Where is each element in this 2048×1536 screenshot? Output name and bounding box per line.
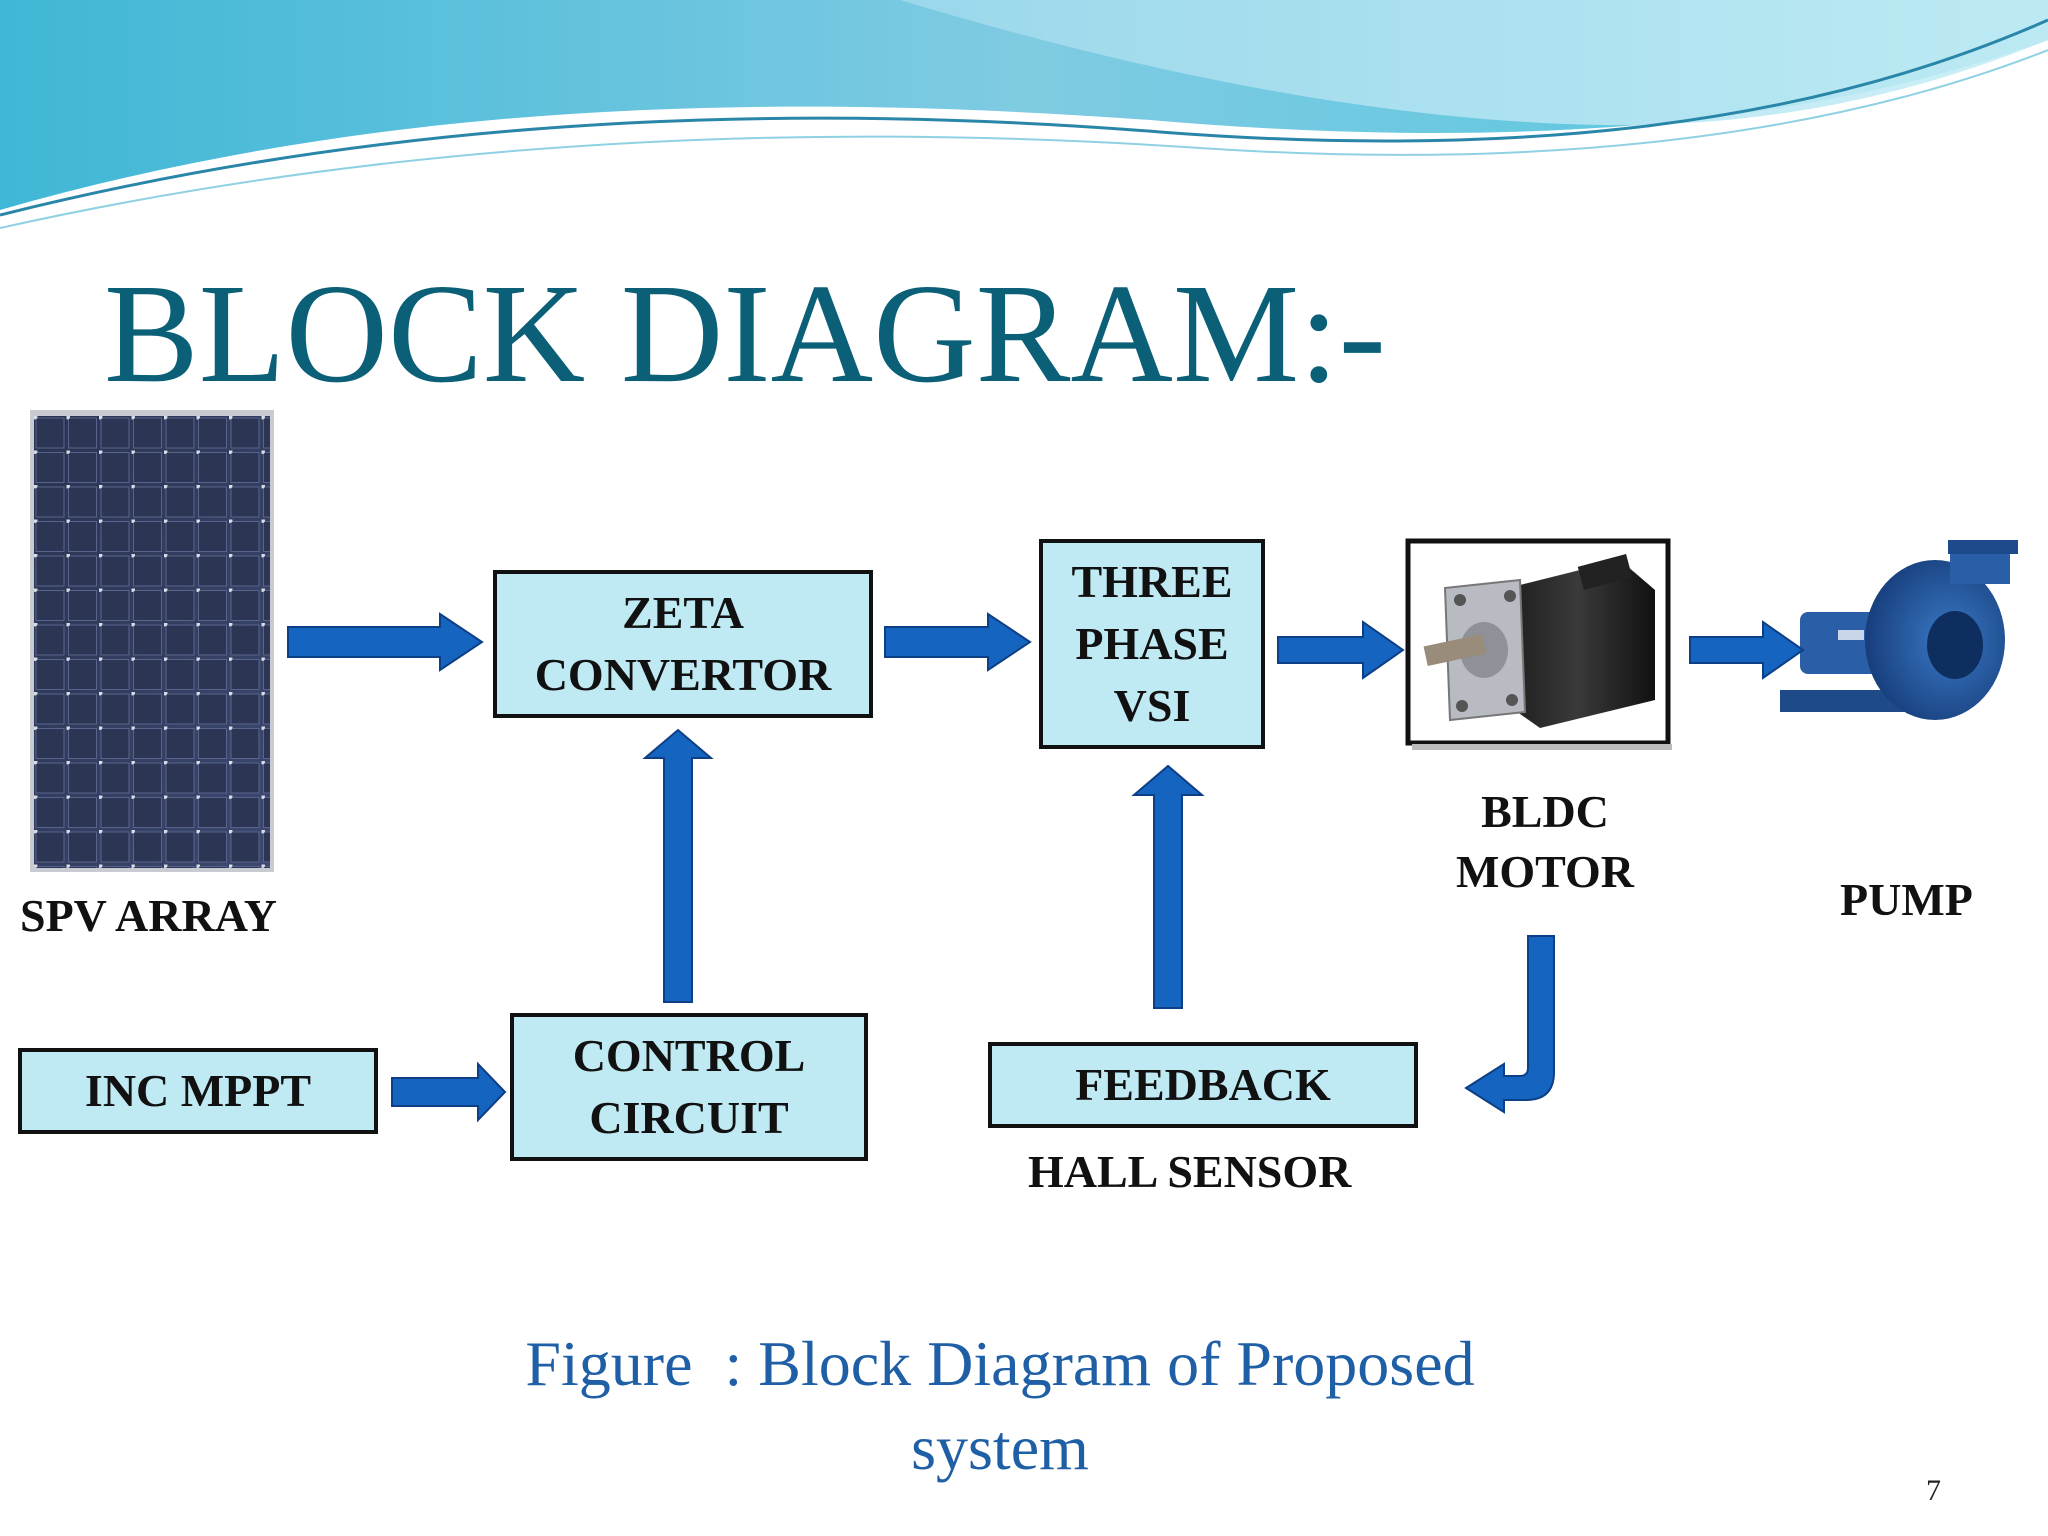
pump-label: PUMP — [1840, 874, 1973, 925]
zeta-convertor-block: ZETA CONVERTOR — [493, 570, 873, 718]
solar-panel-image — [30, 410, 274, 872]
arrow-feedback-to-vsi — [1131, 764, 1205, 1009]
arrow-mppt-to-control — [391, 1061, 507, 1123]
caption-line2: system — [911, 1412, 1089, 1483]
inc-mppt-label: INC MPPT — [84, 1065, 312, 1116]
three-phase-vsi-block: THREE PHASE VSI — [1039, 539, 1265, 749]
caption-line1: Figure : Block Diagram of Proposed — [525, 1328, 1475, 1399]
spv-array-label: SPV ARRAY — [20, 890, 277, 941]
control-line1: CONTROL — [572, 1030, 806, 1081]
hall-sensor-label: HALL SENSOR — [1028, 1146, 1352, 1197]
bldc-motor-label: BLDC MOTOR — [1420, 782, 1670, 902]
vsi-line3: VSI — [1113, 680, 1191, 731]
arrow-vsi-to-motor — [1277, 620, 1405, 680]
figure-caption: Figure : Block Diagram of Proposed syste… — [0, 1322, 2000, 1490]
arrow-zeta-to-vsi — [884, 612, 1032, 672]
feedback-label: FEEDBACK — [1075, 1059, 1331, 1110]
bldc-line2: MOTOR — [1455, 846, 1635, 897]
vsi-line2: PHASE — [1075, 618, 1229, 669]
vsi-line1: THREE — [1071, 556, 1233, 607]
inc-mppt-block: INC MPPT — [18, 1048, 378, 1134]
slide-title: BLOCK DIAGRAM:- — [104, 254, 1386, 412]
bldc-line1: BLDC — [1481, 786, 1609, 837]
arrow-motor-to-pump — [1689, 620, 1805, 680]
control-circuit-block: CONTROL CIRCUIT — [510, 1013, 868, 1161]
arrow-spv-to-zeta — [287, 612, 484, 672]
header-wave-decoration — [0, 0, 2048, 229]
pump-image — [1780, 540, 2018, 720]
control-line2: CIRCUIT — [589, 1092, 789, 1143]
zeta-line1: ZETA — [622, 587, 744, 638]
page-number: 7 — [1926, 1474, 1941, 1507]
bldc-motor-image — [1405, 538, 1672, 750]
zeta-line2: CONVERTOR — [534, 649, 832, 700]
arrow-motor-to-feedback — [1464, 935, 1555, 1114]
arrow-control-to-zeta — [642, 728, 714, 1003]
feedback-block: FEEDBACK — [988, 1042, 1418, 1128]
